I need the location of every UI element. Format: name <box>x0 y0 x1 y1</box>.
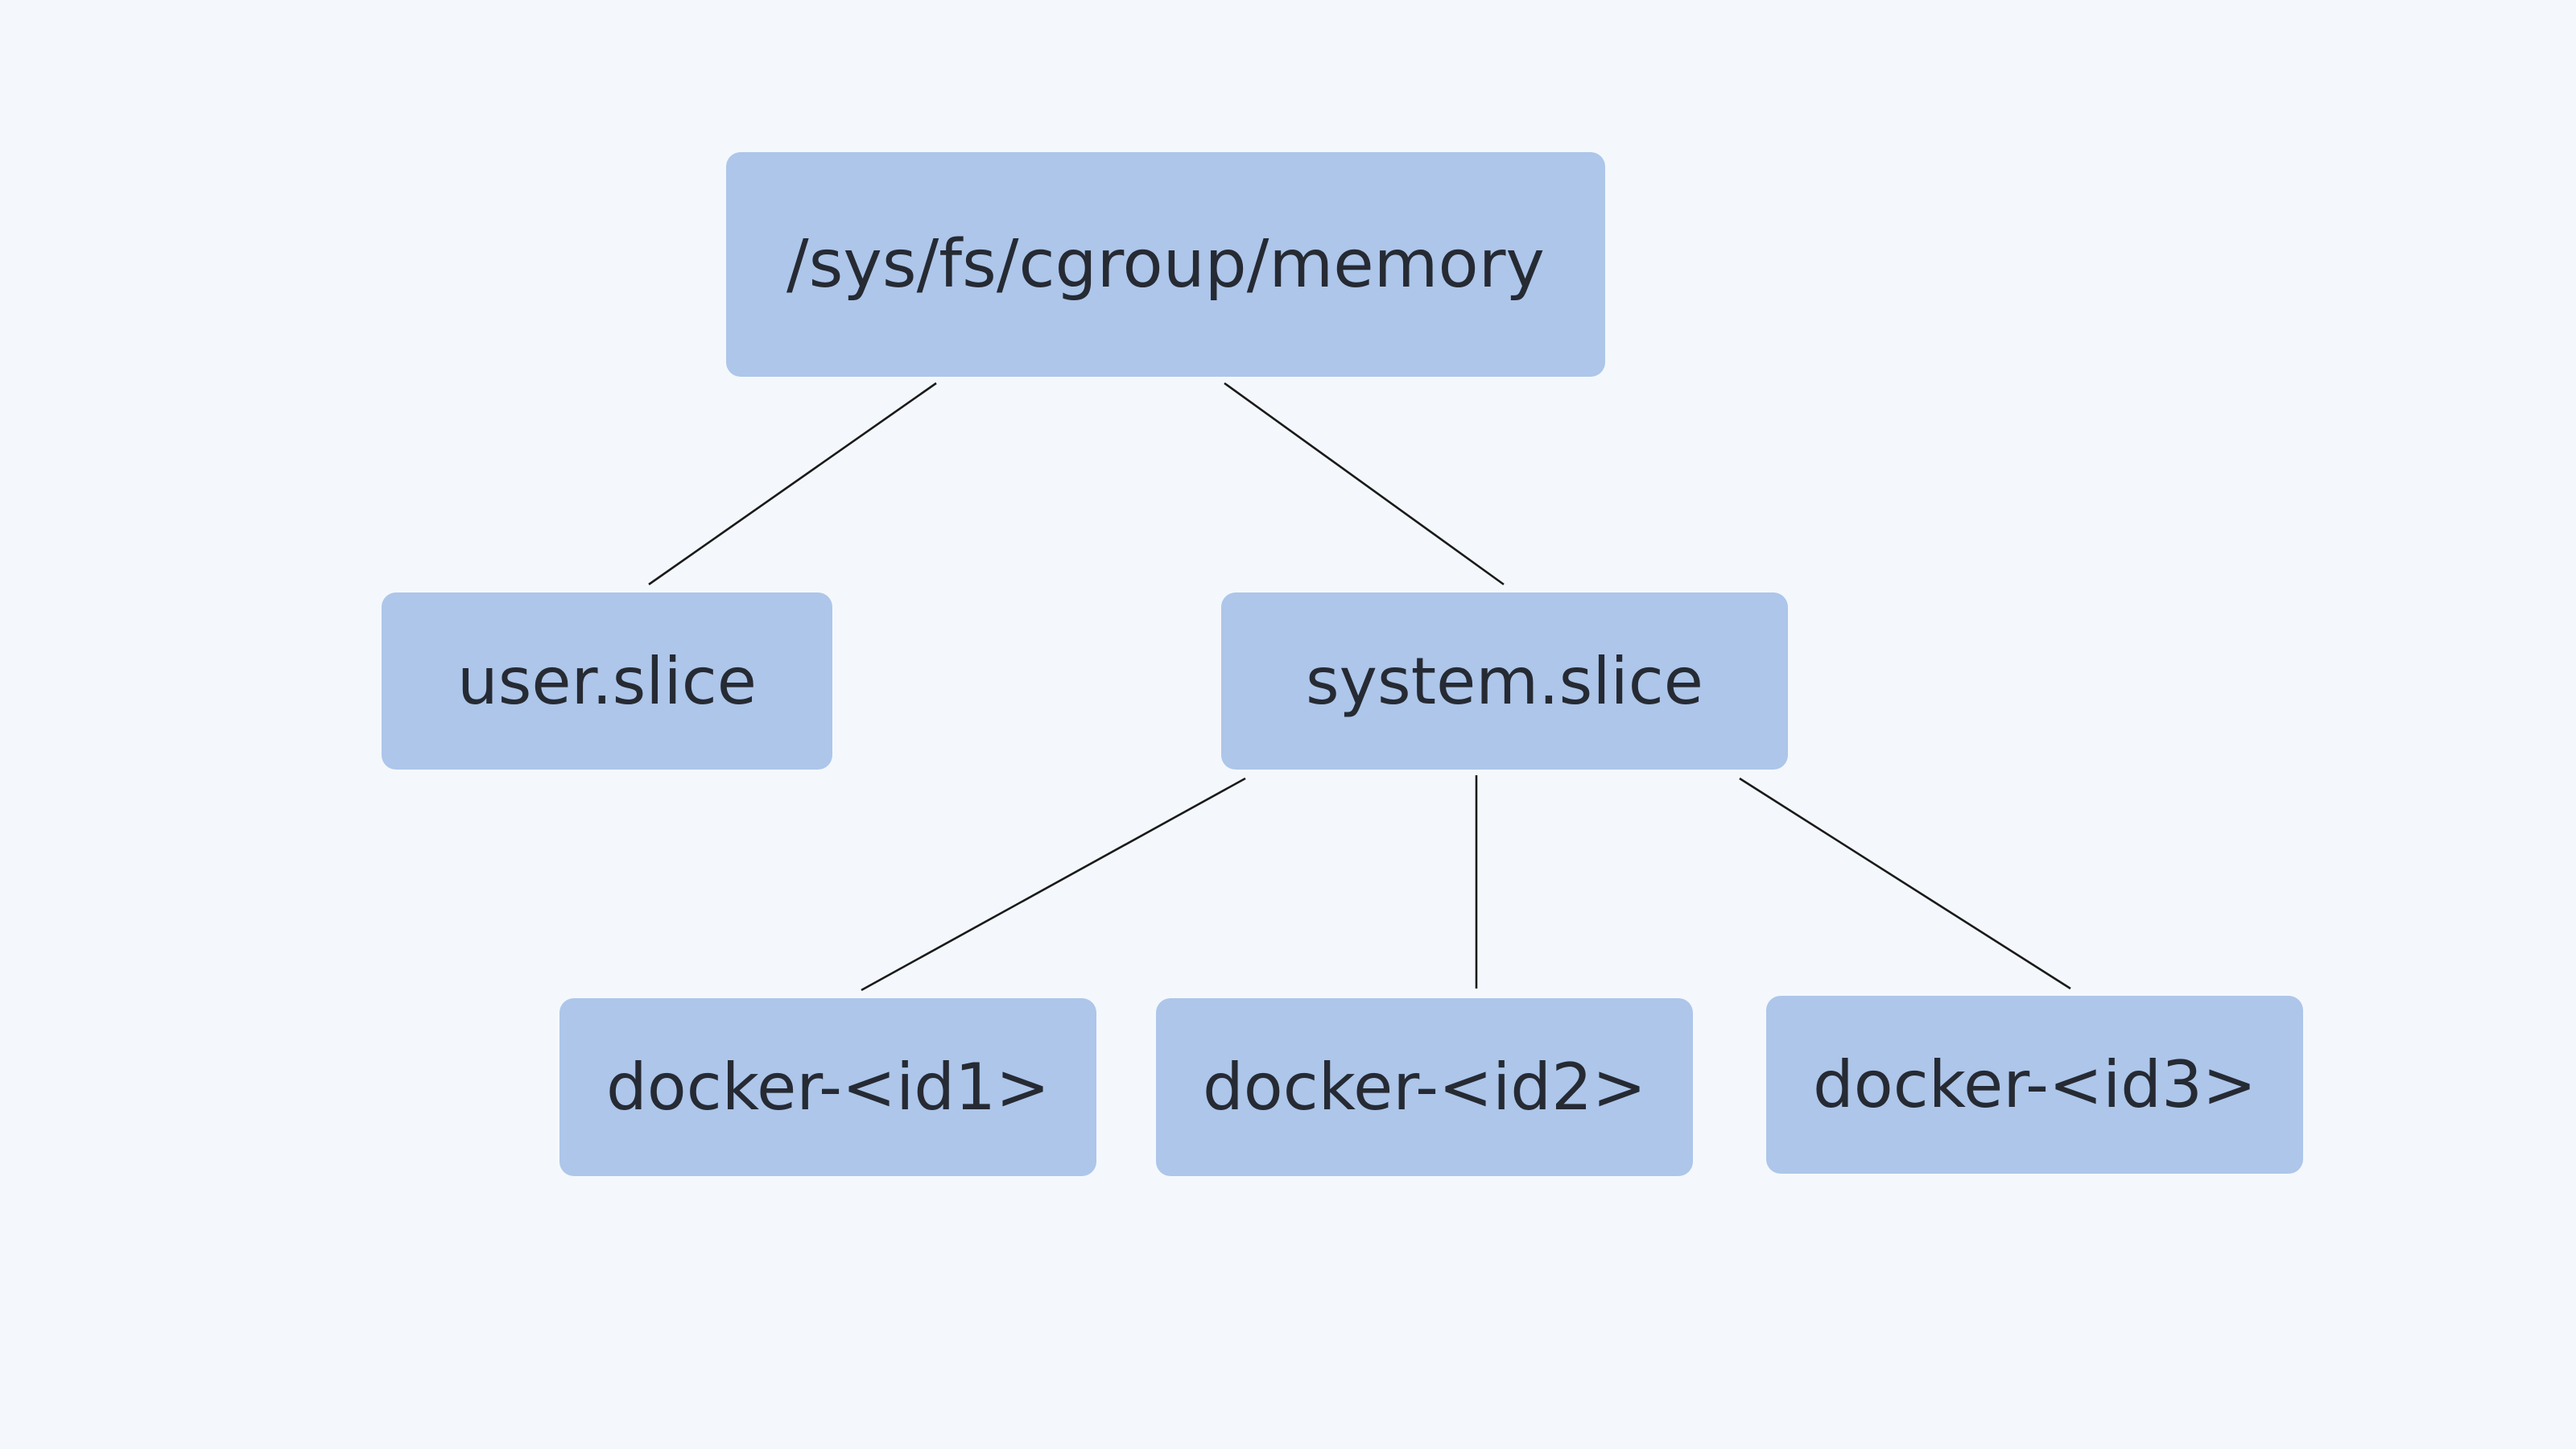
edge-root-to-user-slice <box>648 382 937 586</box>
node-label: docker-<id1> <box>605 1050 1050 1125</box>
node-label: docker-<id3> <box>1812 1047 2256 1122</box>
node-docker-id1: docker-<id1> <box>559 998 1096 1176</box>
node-label: user.slice <box>457 643 757 719</box>
edge-root-to-system-slice <box>1224 382 1505 586</box>
node-label: /sys/fs/cgroup/memory <box>786 226 1545 303</box>
node-docker-id2: docker-<id2> <box>1156 998 1693 1176</box>
node-cgroup-memory-root: /sys/fs/cgroup/memory <box>726 152 1605 377</box>
node-label: docker-<id2> <box>1202 1050 1646 1125</box>
node-label: system.slice <box>1306 643 1703 719</box>
node-docker-id3: docker-<id3> <box>1766 996 2303 1174</box>
node-system-slice: system.slice <box>1221 592 1788 770</box>
edge-system-slice-to-docker-id3 <box>1739 777 2071 990</box>
edge-system-slice-to-docker-id1 <box>861 777 1246 992</box>
node-user-slice: user.slice <box>382 592 832 770</box>
